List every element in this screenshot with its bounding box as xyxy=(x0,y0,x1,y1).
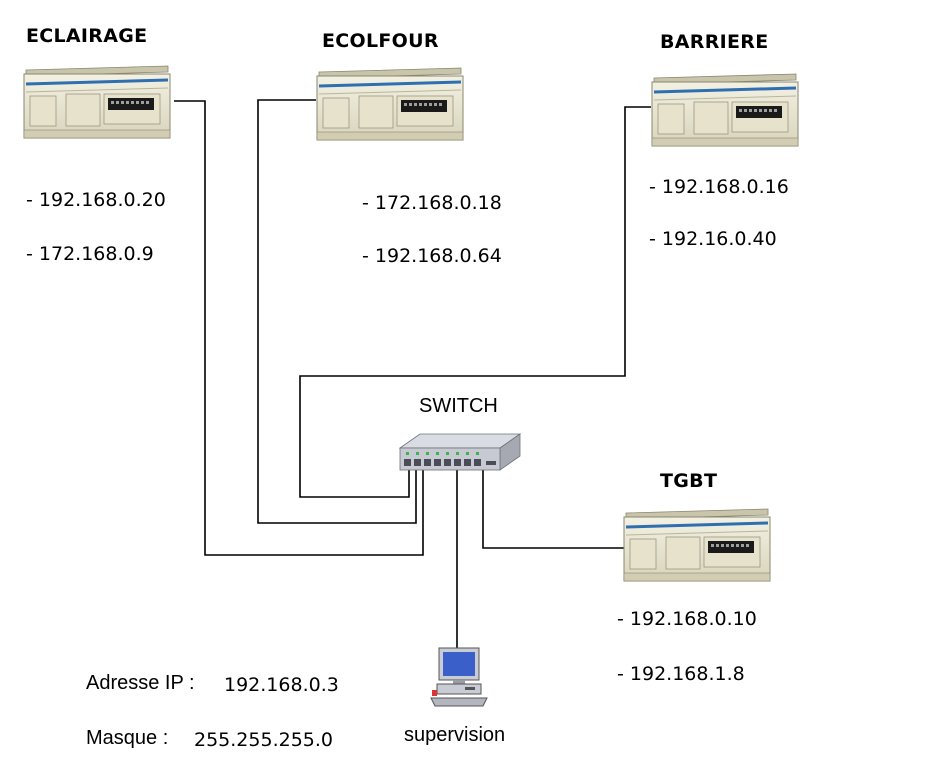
eclairage-title: ECLAIRAGE xyxy=(26,25,148,47)
wire-ecolfour xyxy=(257,99,417,524)
ecolfour-ip-2: - 192.168.0.64 xyxy=(362,245,502,267)
plc-ecolfour xyxy=(315,66,465,142)
ecolfour-ip-1: - 172.168.0.18 xyxy=(362,192,502,214)
ecolfour-title: ECOLFOUR xyxy=(322,30,439,52)
wire-eclairage xyxy=(174,100,424,556)
plc-eclairage xyxy=(22,64,172,140)
plc-barriere xyxy=(650,72,800,148)
mask-value: 255.255.255.0 xyxy=(194,729,334,751)
tgbt-ip-1: - 192.168.0.10 xyxy=(617,608,757,630)
plc-tgbt xyxy=(622,507,772,583)
ip-address-label: Adresse IP : xyxy=(86,672,195,694)
wire-barriere xyxy=(299,106,651,498)
ip-address-value: 192.168.0.3 xyxy=(224,674,339,696)
switch-label: SWITCH xyxy=(419,395,498,417)
tgbt-title: TGBT xyxy=(660,470,718,492)
mask-label: Masque : xyxy=(86,727,169,749)
supervision-label: supervision xyxy=(404,724,506,746)
eclairage-ip-1: - 192.168.0.20 xyxy=(26,189,166,211)
switch-icon xyxy=(398,433,522,471)
barriere-ip-2: - 192.16.0.40 xyxy=(649,228,777,250)
computer-icon xyxy=(430,647,488,707)
barriere-title: BARRIERE xyxy=(660,31,769,53)
wire-tgbt xyxy=(482,470,627,549)
eclairage-ip-2: - 172.168.0.9 xyxy=(26,243,154,265)
barriere-ip-1: - 192.168.0.16 xyxy=(649,176,789,198)
tgbt-ip-2: - 192.168.1.8 xyxy=(617,663,745,685)
